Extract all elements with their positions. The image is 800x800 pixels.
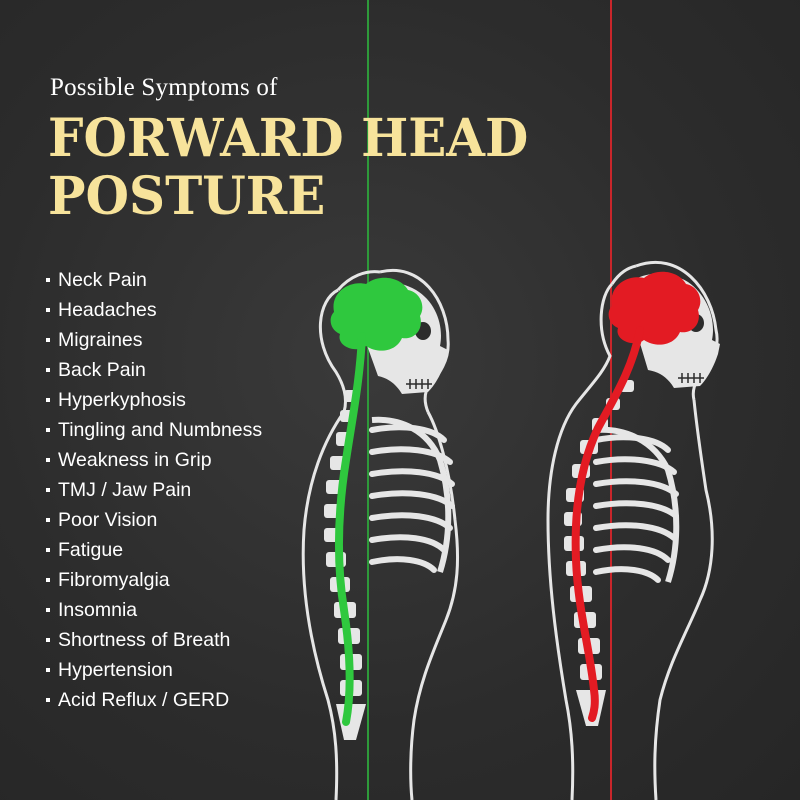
bullet-icon (46, 338, 50, 342)
symptom-label: Poor Vision (58, 509, 158, 531)
list-item: Tingling and Numbness (46, 415, 262, 445)
symptom-label: Hypertension (58, 659, 173, 681)
symptom-list: Neck Pain Headaches Migraines Back Pain … (46, 265, 262, 715)
bullet-icon (46, 548, 50, 552)
list-item: Poor Vision (46, 505, 262, 535)
list-item: Headaches (46, 295, 262, 325)
symptom-label: Fatigue (58, 539, 124, 561)
symptom-label: Hyperkyphosis (58, 389, 186, 411)
list-item: Fatigue (46, 535, 262, 565)
bullet-icon (46, 608, 50, 612)
symptom-label: Shortness of Breath (58, 629, 231, 651)
list-item: Neck Pain (46, 265, 262, 295)
symptom-label: TMJ / Jaw Pain (58, 479, 192, 501)
bullet-icon (46, 428, 50, 432)
list-item: Hypertension (46, 655, 262, 685)
subtitle: Possible Symptoms of (50, 74, 278, 101)
bullet-icon (46, 278, 50, 282)
forward-head-figure (546, 260, 720, 800)
list-item: TMJ / Jaw Pain (46, 475, 262, 505)
healthy-spinal-cord (334, 332, 366, 726)
title-line-1: FORWARD HEAD (48, 108, 529, 169)
bullet-icon (46, 638, 50, 642)
list-item: Hyperkyphosis (46, 385, 262, 415)
healthy-brain (330, 277, 423, 351)
list-item: Shortness of Breath (46, 625, 262, 655)
forward-head-spinal-cord (571, 326, 644, 722)
bullet-icon (46, 518, 50, 522)
symptom-label: Weakness in Grip (58, 449, 212, 471)
bullet-icon (46, 458, 50, 462)
symptom-label: Migraines (58, 329, 143, 351)
list-item: Insomnia (46, 595, 262, 625)
list-item: Fibromyalgia (46, 565, 262, 595)
bullet-icon (46, 488, 50, 492)
list-item: Acid Reflux / GERD (46, 685, 262, 715)
symptom-label: Tingling and Numbness (58, 419, 263, 441)
list-item: Back Pain (46, 355, 262, 385)
bullet-icon (46, 398, 50, 402)
bullet-icon (46, 368, 50, 372)
healthy-alignment-line (367, 0, 369, 800)
list-item: Weakness in Grip (46, 445, 262, 475)
healthy-figure (301, 268, 460, 800)
symptom-label: Insomnia (58, 599, 138, 621)
bullet-icon (46, 698, 50, 702)
symptom-label: Headaches (58, 299, 157, 321)
forward-head-brain (608, 271, 701, 345)
title-line-2: POSTURE (48, 166, 326, 227)
symptom-label: Fibromyalgia (58, 569, 170, 591)
symptom-label: Back Pain (58, 359, 146, 381)
symptom-label: Neck Pain (58, 269, 147, 291)
bullet-icon (46, 668, 50, 672)
bullet-icon (46, 308, 50, 312)
symptom-label: Acid Reflux / GERD (58, 689, 230, 711)
bullet-icon (46, 578, 50, 582)
list-item: Migraines (46, 325, 262, 355)
